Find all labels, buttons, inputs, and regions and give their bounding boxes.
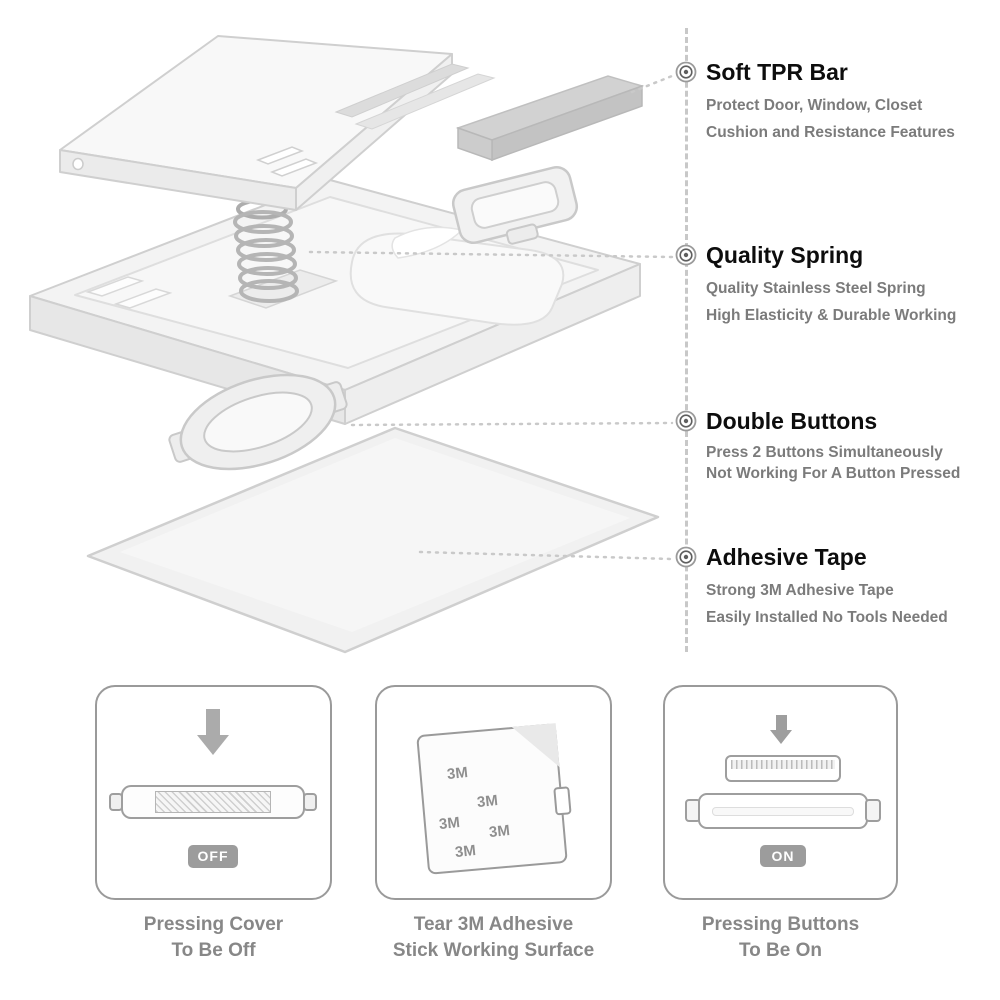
annotation-line: Easily Installed No Tools Needed <box>706 609 948 626</box>
caption-line: To Be Off <box>171 940 256 961</box>
pull-tab <box>553 786 572 816</box>
3m-label: 3M <box>488 821 511 842</box>
caption-line: Tear 3M Adhesive <box>413 914 574 935</box>
annotation-line: Strong 3M Adhesive Tape <box>706 582 894 599</box>
caption-line: Stick Working Surface <box>392 940 595 961</box>
annotation-adhesive-tape: Adhesive Tape Strong 3M Adhesive Tape Ea… <box>675 543 996 631</box>
top-cover <box>59 35 496 211</box>
peeled-corner <box>511 723 560 771</box>
step-box-pressing-cover: OFF <box>95 685 332 900</box>
annotation-double-buttons: Double Buttons Press 2 Buttons Simultane… <box>675 407 996 484</box>
side-button-right <box>865 799 881 822</box>
annotation-title: Adhesive Tape <box>706 544 867 570</box>
target-icon <box>675 410 697 432</box>
down-arrow-icon <box>197 735 229 755</box>
caption-line: Pressing Buttons <box>701 914 860 935</box>
annotation-line: Cushion and Resistance Features <box>706 124 955 141</box>
step-box-pressing-buttons: ON <box>663 685 898 900</box>
down-arrow-icon <box>776 715 787 731</box>
off-badge: OFF <box>188 845 238 868</box>
target-icon <box>675 546 697 568</box>
3m-label: 3M <box>476 791 499 812</box>
lock-end-cap <box>303 793 317 811</box>
annotation-title: Double Buttons <box>706 408 878 434</box>
lock-grip-texture <box>155 791 271 813</box>
annotation-line: Protect Door, Window, Closet <box>706 97 923 114</box>
annotation-quality-spring: Quality Spring Quality Stainless Steel S… <box>675 241 996 329</box>
step-box-tear-adhesive: 3M 3M 3M 3M 3M <box>375 685 612 900</box>
3m-label: 3M <box>438 813 461 834</box>
annotation-line: Quality Stainless Steel Spring <box>706 280 926 297</box>
target-icon <box>675 244 697 266</box>
annotation-line: Press 2 Buttons Simultaneously <box>706 444 943 461</box>
annotation-soft-tpr-bar: Soft TPR Bar Protect Door, Window, Close… <box>675 58 996 146</box>
tpr-strip-on-cover <box>334 63 470 118</box>
caption-line: To Be On <box>738 940 823 961</box>
annotation-title: Soft TPR Bar <box>706 59 848 85</box>
exploded-product-illustration <box>29 35 674 654</box>
lock-body-detail <box>712 807 854 816</box>
step-caption-tear-adhesive: Tear 3M Adhesive Stick Working Surface <box>368 912 619 964</box>
leader-lines <box>308 74 674 561</box>
down-arrow-icon <box>206 709 220 736</box>
3m-label: 3M <box>446 763 469 784</box>
step-caption-pressing-cover: Pressing Cover To Be Off <box>95 912 332 964</box>
double-button-ring <box>168 373 348 471</box>
3m-label: 3M <box>454 841 477 862</box>
annotation-connector-line <box>685 28 688 652</box>
latch-clip <box>451 166 579 245</box>
down-arrow-icon <box>770 730 792 744</box>
on-badge: ON <box>760 845 806 867</box>
annotation-line: High Elasticity & Durable Working <box>706 307 957 324</box>
step-caption-pressing-buttons: Pressing Buttons To Be On <box>663 912 898 964</box>
caption-line: Pressing Cover <box>143 914 284 935</box>
tpr-bar <box>455 75 645 162</box>
adhesive-sheet <box>86 426 660 654</box>
target-icon <box>675 61 697 83</box>
lock-grip-texture <box>731 760 835 769</box>
annotation-line: Not Working For A Button Pressed <box>706 465 961 482</box>
annotation-title: Quality Spring <box>706 242 864 268</box>
